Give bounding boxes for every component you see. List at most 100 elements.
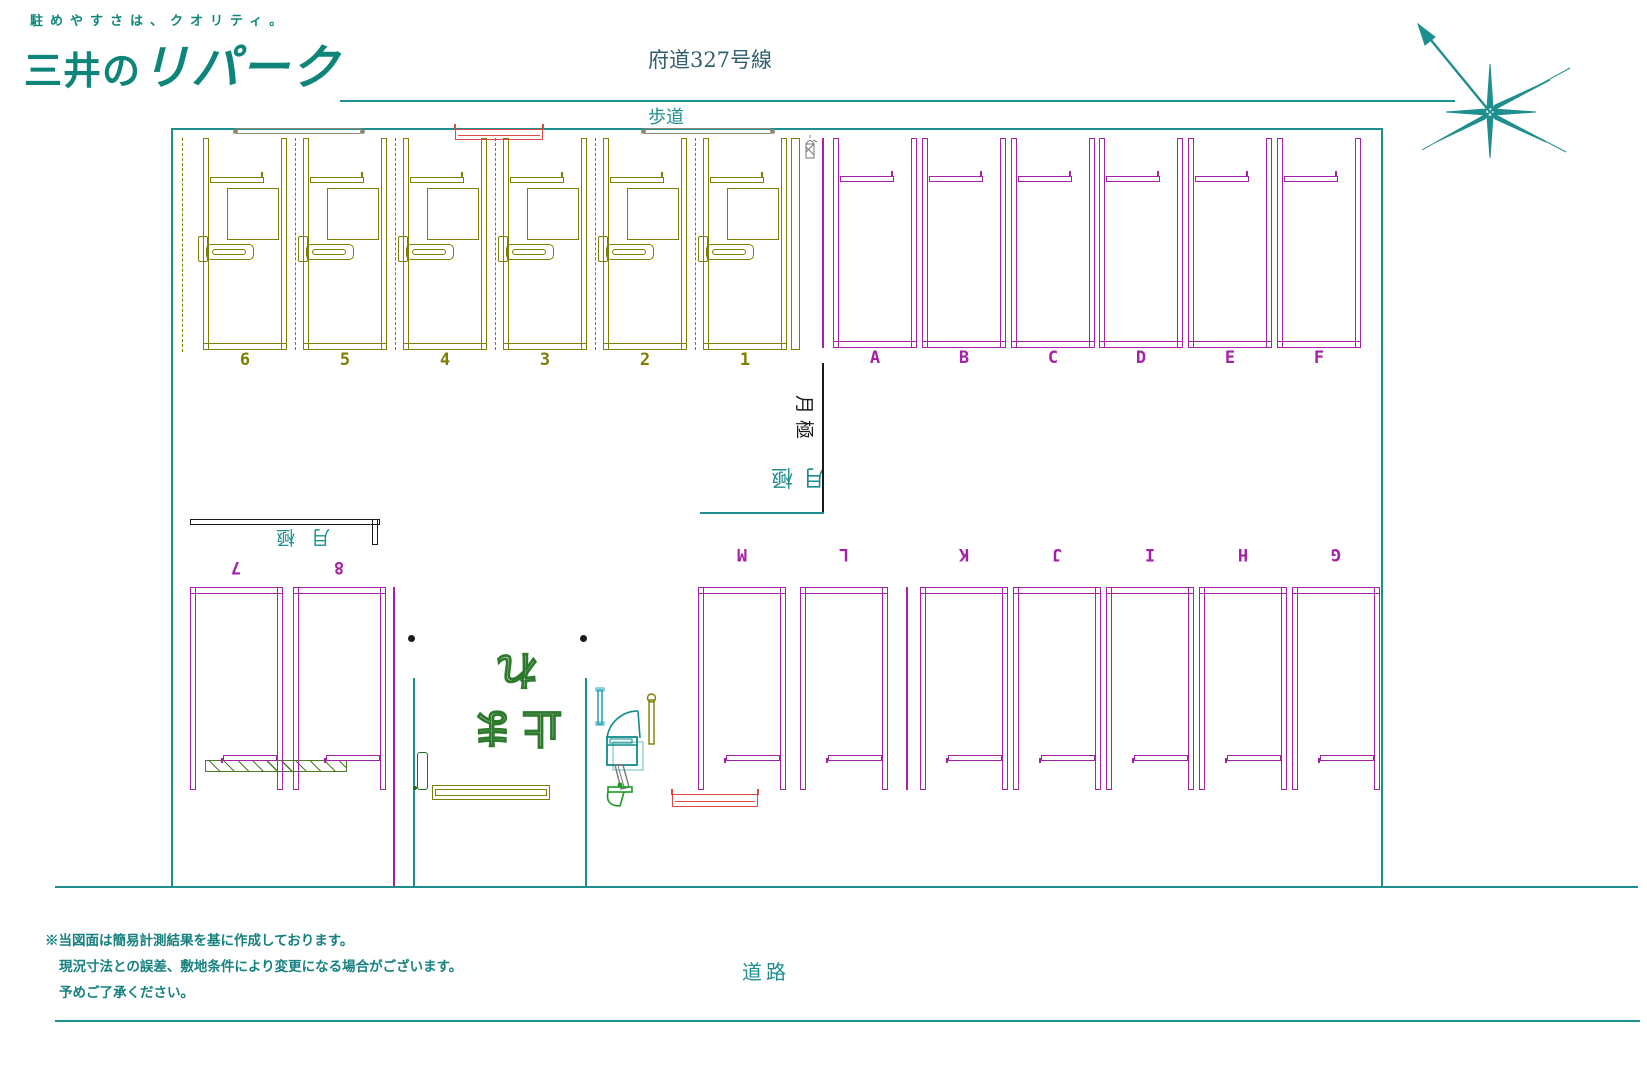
stall-tbar [223,755,277,761]
boundary-line [171,128,173,886]
monthly-stall-label: L [838,544,850,564]
stall-line [703,343,787,350]
stall-tbar [1069,171,1071,176]
boundary-line [585,678,587,886]
stall-line [1106,587,1112,790]
red-sign-board [671,789,673,795]
stall-line [381,138,387,350]
brand-logo: 三井のリパーク [24,28,341,98]
stall-line [1199,587,1205,790]
coin-stall-label: 2 [639,350,651,370]
disclaimer-line-3: 予めご了承ください。 [59,985,194,1000]
stall-tbar [261,172,263,177]
stall-line [681,138,687,350]
stall-tbar [1320,755,1374,761]
machine-base [607,786,633,793]
dashed-divider [182,138,183,352]
coin-stall-label: 4 [439,350,451,370]
dashed-divider [695,138,696,350]
stall-tbar [1018,176,1072,182]
stall-line [380,587,386,790]
monthly-stall-label: D [1135,348,1147,368]
lock-device [512,249,546,255]
lock-plate-zone [427,188,479,240]
stall-tbar [828,755,882,761]
lock-device [612,249,646,255]
stall-tbar [761,172,763,177]
boundary-line [675,801,755,802]
lock-device [298,236,308,262]
stall-line [293,587,299,790]
monthly-bracket [372,519,378,545]
stall-tbar [1157,171,1159,176]
monthly-stall-label: G [1330,544,1342,564]
stall-tbar [826,758,828,763]
stall-tbar [210,177,264,183]
stall-line [1374,587,1380,790]
stall-line [293,587,386,594]
monthly-stall-label: H [1237,544,1249,564]
sign-bar [235,128,362,134]
lock-plate-zone [727,188,779,240]
stop-pavement-marking: 止まれ [463,646,562,749]
stall-tbar [946,758,948,763]
stall-line [1106,587,1194,594]
stall-line [1281,587,1287,790]
stall-line [190,587,196,790]
stall-tbar [840,176,894,182]
boundary-line [700,512,824,514]
stall-line [1002,587,1008,790]
lock-device [606,244,654,260]
lock-device [206,244,254,260]
marker-dot [233,129,238,134]
stall-tbar [410,177,464,183]
stall-tbar [324,758,326,763]
stall-tbar [891,171,893,176]
payment-machine [595,687,657,807]
sign-bar [643,128,772,134]
stall-line [1013,587,1101,594]
marker-dot [413,786,417,790]
stall-line [1011,341,1095,348]
stall-tbar [1041,755,1095,761]
stall-tbar [1039,758,1041,763]
monthly-bracket [190,519,380,525]
marker-dot [408,635,415,642]
stall-tbar [1284,176,1338,182]
boundary-line [822,363,824,513]
stall-tbar [310,177,364,183]
lock-plate-zone [627,188,679,240]
road-top-label: 府道327号線 [647,48,773,72]
boundary-line [1381,128,1383,886]
red-sign-board [757,789,759,795]
stall-line [303,343,387,350]
brand-name-main: リパーク [141,42,342,95]
stall-line [1099,341,1183,348]
red-sign-board [542,124,544,130]
stall-line [581,138,587,350]
stall-tbar [561,172,563,177]
lock-plate-zone [227,188,279,240]
coin-stall-label: 7 [230,557,242,577]
stall-tbar [929,176,983,182]
stall-tbar [221,758,223,763]
monthly-label-lower: 月極 [259,526,330,548]
monthly-stall-label: B [958,348,970,368]
stall-tbar [661,172,663,177]
sidewalk-label: 歩道 [648,107,684,128]
coin-stall-label: 3 [539,350,551,370]
dashed-divider [595,138,596,350]
monthly-stall-label: C [1047,348,1059,368]
stall-line [1199,587,1287,594]
lock-device [212,249,246,255]
sign-pole-icon [648,699,655,745]
stall-line [1355,138,1361,348]
stall-line [1095,587,1101,790]
boundary-line [55,1020,1640,1022]
stall-tbar [1132,758,1134,763]
dashed-divider [395,138,396,350]
stall-line [882,587,888,790]
stall-tbar [726,755,780,761]
stall-line [190,587,283,594]
